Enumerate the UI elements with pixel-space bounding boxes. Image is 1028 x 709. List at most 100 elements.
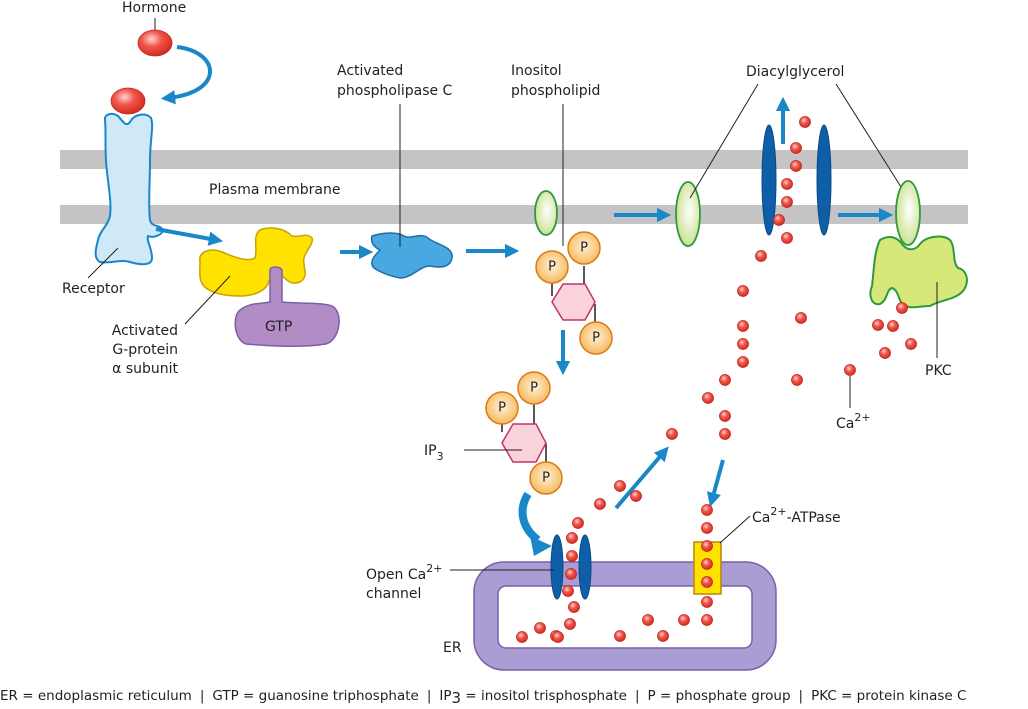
membrane-outer-layer <box>60 150 968 169</box>
svg-text:P: P <box>580 241 588 256</box>
dag-leader-right <box>835 83 909 199</box>
ca-reuptake-arrow <box>706 459 725 507</box>
receptor-label: Receptor <box>62 281 125 297</box>
calcium-ion <box>790 142 802 154</box>
calcium-ion <box>755 250 767 262</box>
diacylglycerol <box>675 181 701 247</box>
protein-kinase-c <box>869 235 968 309</box>
plc-label-2: phospholipase C <box>337 83 453 99</box>
legend-item-ip3: IP3 = inositol trisphosphate <box>439 688 627 707</box>
plasma-membrane-label: Plasma membrane <box>209 182 340 198</box>
atpase-leader <box>719 515 751 544</box>
ip3-to-channel-arrow <box>518 491 541 544</box>
calcium-ion <box>905 338 917 350</box>
calcium-ion <box>516 631 528 643</box>
open-channel-label-1: Open Ca2+ <box>366 562 442 583</box>
calcium-ion <box>790 160 802 172</box>
calcium-ions <box>516 116 917 643</box>
calcium-ion <box>565 568 577 580</box>
calcium-ion <box>552 631 564 643</box>
membrane-ca-channel-left <box>761 124 777 236</box>
phosphate-group: P <box>579 321 613 355</box>
calcium-ion <box>887 320 899 332</box>
calcium-ion <box>562 585 574 597</box>
calcium-ion <box>737 285 749 297</box>
ca-release-arrow <box>614 446 669 510</box>
calcium-ion <box>657 630 669 642</box>
calcium-ion <box>666 428 678 440</box>
ip-label-1: Inositol <box>511 63 562 79</box>
pkc-bound-dag <box>895 180 921 246</box>
g-protein-leader <box>184 275 231 325</box>
calcium-ion <box>630 490 642 502</box>
calcium-ion <box>701 540 713 552</box>
calcium-ion <box>737 356 749 368</box>
calcium-ion <box>844 364 856 376</box>
calcium-ion <box>879 347 891 359</box>
receptor-leader <box>87 247 119 279</box>
calcium-ion <box>791 374 803 386</box>
calcium-ion <box>614 480 626 492</box>
calcium-ion <box>701 558 713 570</box>
calcium-ion <box>781 196 793 208</box>
calcium-ion <box>568 601 580 613</box>
dag-portion <box>534 190 558 236</box>
ip3-phosphate: P <box>529 461 563 495</box>
open-channel-label-2: channel <box>366 586 421 602</box>
phospholipase-c <box>370 232 453 279</box>
hormone-binding-arrow <box>160 45 212 105</box>
legend-item-pkc: PKC = protein kinase C <box>811 688 967 704</box>
calcium-ion <box>781 232 793 244</box>
calcium-ion <box>701 614 713 626</box>
ca-label: Ca2+ <box>836 411 871 432</box>
svg-text:P: P <box>542 471 550 486</box>
calcium-ion <box>701 504 713 516</box>
legend-item-er: ER = endoplasmic reticulum <box>0 688 192 704</box>
hormone-molecule <box>137 29 173 57</box>
calcium-ion <box>534 622 546 634</box>
g-protein-label-2: G-protein <box>112 342 178 358</box>
receptor-to-gprotein-arrow <box>155 227 224 246</box>
calcium-ion <box>781 178 793 190</box>
pkc-label: PKC <box>925 363 952 379</box>
calcium-ion <box>737 338 749 350</box>
calcium-ion <box>799 116 811 128</box>
svg-text:P: P <box>530 381 538 396</box>
calcium-ion <box>719 374 731 386</box>
svg-text:P: P <box>548 260 556 275</box>
calcium-ion <box>678 614 690 626</box>
calcium-ion <box>896 302 908 314</box>
calcium-ion <box>594 498 606 510</box>
calcium-ion <box>719 428 731 440</box>
g-protein-alpha-subunit <box>199 227 314 297</box>
calcium-ion <box>566 550 578 562</box>
ip-label-2: phospholipid <box>511 83 600 99</box>
calcium-ion <box>719 410 731 422</box>
ip3-inositol-ring <box>501 423 547 463</box>
er-label: ER <box>443 640 462 656</box>
hormone-label: Hormone <box>122 0 186 16</box>
membrane-inner-layer <box>60 205 968 224</box>
calcium-ion <box>795 312 807 324</box>
dag-leader-left <box>689 83 759 199</box>
calcium-ion <box>701 576 713 588</box>
calcium-ion <box>737 320 749 332</box>
abbreviation-legend: ER = endoplasmic reticulum|GTP = guanosi… <box>0 688 967 707</box>
phosphate-group: P <box>535 250 569 284</box>
er-ca-channel-right <box>578 534 592 600</box>
receptor-protein <box>94 112 165 266</box>
ip3-phosphate: P <box>517 371 551 405</box>
calcium-ion <box>872 319 884 331</box>
svg-text:P: P <box>498 401 506 416</box>
ip3-label: IP3 <box>424 443 444 463</box>
dag-label: Diacylglycerol <box>746 64 844 80</box>
phosphate-group: P <box>567 231 601 265</box>
g-protein-label-1: Activated <box>112 323 178 339</box>
atpase-label: Ca2+-ATPase <box>752 505 841 526</box>
svg-text:P: P <box>592 331 600 346</box>
calcium-ion <box>702 392 714 404</box>
legend-item-gtp: GTP = guanosine triphosphate <box>212 688 419 704</box>
gtp-label: GTP <box>265 319 292 335</box>
inositol-ring <box>551 283 596 321</box>
